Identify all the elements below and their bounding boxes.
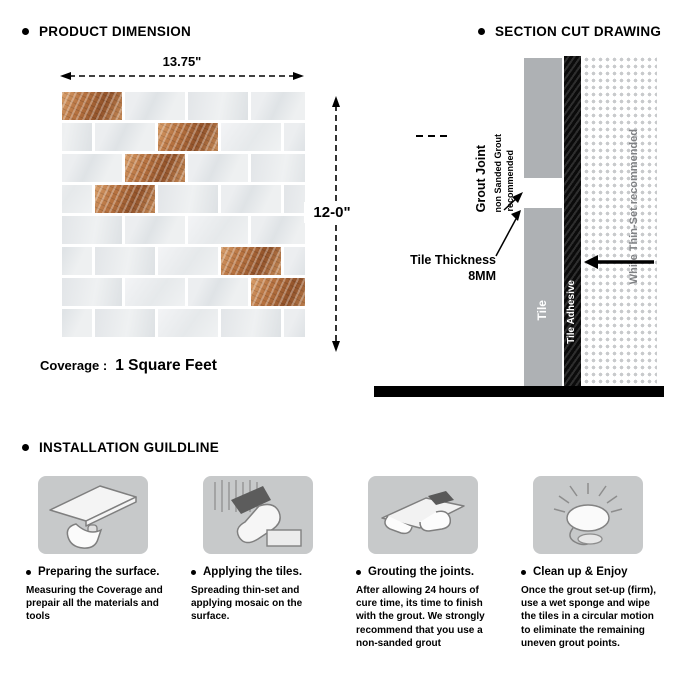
step-title: Applying the tiles.: [203, 566, 303, 578]
marble-tile: [221, 309, 281, 337]
copper-glass-tile: [125, 154, 185, 182]
marble-tile: [95, 309, 155, 337]
marble-tile: [284, 247, 305, 275]
mosaic-row: [62, 278, 305, 306]
step-title: Preparing the surface.: [38, 566, 160, 578]
marble-tile: [284, 185, 305, 213]
coverage-value: 1 Square Feet: [115, 357, 217, 374]
width-dimension: 13.75": [60, 54, 304, 82]
product-dimension-title: PRODUCT DIMENSION: [39, 24, 192, 39]
installation-heading: INSTALLATION GUILDLINE: [22, 440, 219, 455]
step-description: Spreading thin-set and applying mosaic o…: [191, 585, 303, 623]
marble-tile: [251, 154, 305, 182]
floor-bar: [374, 386, 664, 397]
bullet-icon: [191, 569, 196, 575]
tile-thickness-text: Tile Thickness: [410, 253, 496, 267]
copper-glass-tile: [251, 278, 305, 306]
width-dimension-label: 13.75": [162, 54, 202, 69]
horizontal-dimension-arrow-icon: [60, 72, 304, 80]
installation-step-1: Preparing the surface. Measuring the Cov…: [26, 476, 181, 624]
marble-tile: [188, 216, 248, 244]
height-dimension-label: 12-0": [304, 202, 360, 223]
mosaic-row: [62, 309, 305, 337]
bullet-icon: [26, 569, 31, 575]
mosaic-row: [62, 185, 305, 213]
mosaic-row: [62, 123, 305, 151]
marble-tile: [251, 216, 305, 244]
section-cut-annotations-icon: [416, 135, 654, 269]
marble-tile: [125, 278, 185, 306]
step-title: Clean up & Enjoy: [533, 566, 628, 578]
mosaic-row: [62, 154, 305, 182]
bullet-icon: [478, 28, 485, 35]
copper-glass-tile: [95, 185, 155, 213]
bullet-icon: [356, 569, 361, 575]
grout-float-icon: [368, 476, 478, 554]
mosaic-row: [62, 247, 305, 275]
marble-tile: [125, 92, 185, 120]
mosaic-row: [62, 216, 305, 244]
bullet-icon: [22, 28, 29, 35]
installation-step-2: Applying the tiles. Spreading thin-set a…: [191, 476, 346, 624]
marble-tile: [62, 123, 92, 151]
marble-tile: [62, 278, 122, 306]
marble-tile: [62, 154, 122, 182]
marble-tile: [125, 216, 185, 244]
marble-tile: [158, 309, 218, 337]
vertical-dimension-arrow-icon: [332, 96, 340, 352]
marble-tile: [158, 185, 218, 213]
marble-tile: [62, 247, 92, 275]
step-title: Grouting the joints.: [368, 566, 475, 578]
step-title-row: Applying the tiles.: [191, 566, 346, 578]
marble-tile: [62, 309, 92, 337]
tile-thickness-value: 8MM: [468, 269, 496, 284]
tile-bar-lower: [524, 208, 562, 386]
copper-glass-tile: [221, 247, 281, 275]
section-cut-title: SECTION CUT DRAWING: [495, 24, 662, 39]
bullet-icon: [22, 444, 29, 451]
marble-tile: [158, 247, 218, 275]
step-description: After allowing 24 hours of cure time, it…: [356, 585, 485, 649]
installation-step-3: Grouting the joints. After allowing 24 h…: [356, 476, 511, 650]
thinset-dot-pattern: [583, 56, 657, 386]
marble-tile: [221, 123, 281, 151]
coverage-line: Coverage : 1 Square Feet: [40, 357, 217, 375]
tile-thickness-label: Tile Thickness 8MM: [396, 252, 496, 285]
marble-tile: [284, 309, 305, 337]
mosaic-tile-sheet: [62, 92, 305, 342]
trowel-hand-icon: [38, 476, 148, 554]
product-dimension-heading: PRODUCT DIMENSION: [22, 24, 191, 39]
marble-tile: [221, 185, 281, 213]
coverage-label: Coverage :: [40, 358, 108, 373]
tile-adhesive-bar: [564, 56, 581, 386]
installation-step-4: Clean up & Enjoy Once the grout set-up (…: [521, 476, 676, 650]
step-description: Measuring the Coverage and prepair all t…: [26, 585, 163, 623]
installation-title: INSTALLATION GUILDLINE: [39, 440, 220, 455]
marble-tile: [251, 92, 305, 120]
marble-tile: [188, 92, 248, 120]
step-title-row: Clean up & Enjoy: [521, 566, 676, 578]
mosaic-row: [62, 92, 305, 120]
marble-tile: [188, 154, 248, 182]
marble-tile: [188, 278, 248, 306]
marble-tile: [95, 123, 155, 151]
bullet-icon: [521, 569, 526, 575]
marble-tile: [62, 185, 92, 213]
sponge-icon: [533, 476, 643, 554]
applying-trowel-icon: [203, 476, 313, 554]
marble-tile: [62, 216, 122, 244]
copper-glass-tile: [62, 92, 122, 120]
step-title-row: Preparing the surface.: [26, 566, 181, 578]
tile-bar-upper: [524, 58, 562, 178]
marble-tile: [284, 123, 305, 151]
marble-tile: [95, 247, 155, 275]
step-description: Once the grout set-up (firm), use a wet …: [521, 585, 656, 649]
step-title-row: Grouting the joints.: [356, 566, 511, 578]
section-cut-heading: SECTION CUT DRAWING: [478, 24, 661, 39]
copper-glass-tile: [158, 123, 218, 151]
section-cut-drawing: Grout Joint non Sanded Grout recommended…: [372, 52, 668, 404]
